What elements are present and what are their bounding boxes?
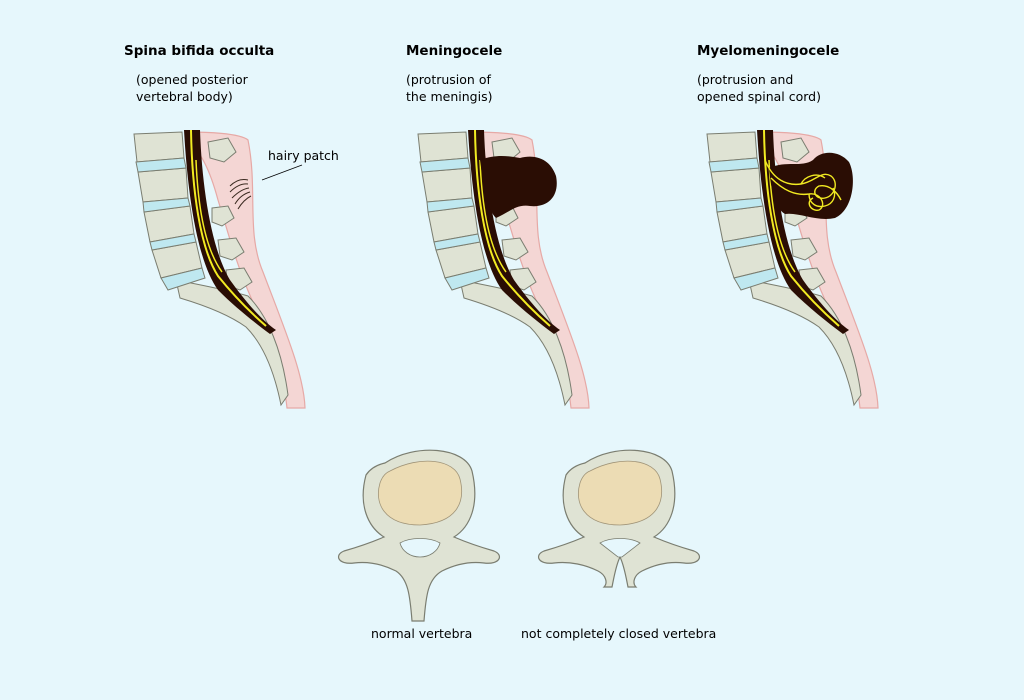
vertebra-open (537, 449, 701, 588)
title-spina-bifida-occulta: Spina bifida occulta (124, 43, 275, 59)
subtitle-line: opened spinal cord) (697, 89, 821, 104)
title-meningocele: Meningocele (406, 43, 503, 59)
subtitle-myelomeningocele: (protrusion and opened spinal cord) (697, 71, 821, 105)
exposed-neural-tissue (764, 159, 842, 211)
vertebral-foramen (399, 538, 441, 558)
subtitle-meningocele: (protrusion of the meningis) (406, 71, 492, 105)
vertebra-cross-sections (337, 449, 701, 622)
vertebral-body (378, 460, 462, 526)
caption-open-vertebra: not completely closed vertebra (521, 626, 717, 641)
hairy-patch (229, 179, 252, 210)
subtitle-line: the meningis) (406, 89, 493, 104)
caption-normal-vertebra: normal vertebra (371, 626, 473, 641)
subtitle-line: (opened posterior (136, 72, 248, 87)
title-myelomeningocele: Myelomeningocele (697, 43, 840, 59)
hairy-patch-pointer (261, 164, 303, 181)
meningeal-sac (480, 156, 557, 218)
subtitle-spina-bifida-occulta: (opened posterior vertebral body) (136, 71, 248, 105)
skin-layer (187, 131, 306, 409)
subtitle-line: (protrusion of (406, 72, 491, 87)
spine-panel-meningocele (417, 129, 590, 409)
spine-panel-occulta (133, 129, 306, 409)
subtitle-line: (protrusion and (697, 72, 794, 87)
subtitle-line: vertebral body) (136, 89, 233, 104)
hairy-patch-label: hairy patch (268, 148, 339, 163)
vertebra-normal (337, 449, 501, 622)
vertebral-body (578, 460, 662, 526)
vertebral-foramen (599, 538, 641, 558)
spine-panel-myelomeningocele (706, 129, 879, 409)
